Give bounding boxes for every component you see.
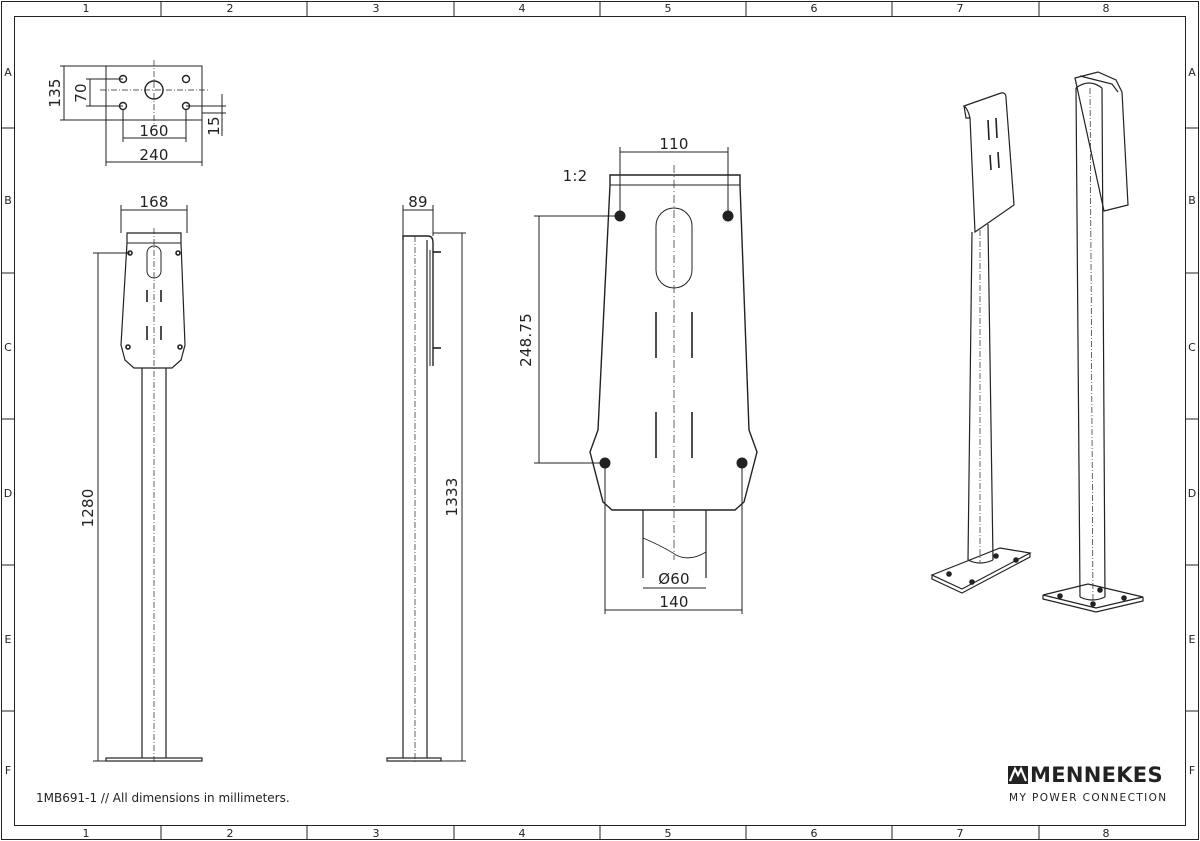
row-label-f: F [5,764,11,777]
mennekes-logo-icon [1008,766,1028,784]
col-label-8-bottom: 8 [1103,827,1110,840]
col-label-5-bottom: 5 [665,827,672,840]
col-label-2-bottom: 2 [227,827,234,840]
row-label-c: C [4,341,12,354]
brand-name: MENNEKES [1030,763,1163,787]
col-label-3-bottom: 3 [373,827,380,840]
dim-front-height: 1280 [79,489,97,528]
dim-detail-pipe-diameter: Ø60 [658,570,690,588]
col-label-7: 7 [957,2,964,15]
base-plate-top-view [60,60,226,166]
col-label-3: 3 [373,2,380,15]
row-label-e-right: E [1189,633,1196,646]
col-label-8: 8 [1103,2,1110,15]
col-label-7-bottom: 7 [957,827,964,840]
row-label-a: A [4,66,12,79]
dim-side-height: 1333 [443,478,461,517]
dim-side-depth: 89 [408,193,428,211]
col-label-5: 5 [665,2,672,15]
dim-front-width: 168 [139,193,168,211]
row-label-b-right: B [1188,194,1196,207]
row-label-f-right: F [1189,764,1195,777]
row-label-c-right: C [1188,341,1196,354]
side-view [386,205,466,764]
detail-bracket-view [534,147,758,614]
detail-scale-label: 1:2 [563,167,588,185]
row-label-d: D [4,487,12,500]
row-ticks [1,127,1199,712]
row-label-e: E [5,633,12,646]
row-label-b: B [4,194,12,207]
col-label-6: 6 [811,2,818,15]
isometric-view-front [930,92,1032,594]
dim-detail-top-width: 110 [659,135,688,153]
drawing-note: 1MB691-1 // All dimensions in millimeter… [36,791,290,805]
dim-base-hole-spacing: 160 [139,122,168,140]
row-label-d-right: D [1188,487,1196,500]
row-label-a-right: A [1188,66,1196,79]
dim-base-edge: 15 [205,116,223,136]
dim-base-height: 135 [46,78,64,107]
col-label-1: 1 [83,2,90,15]
col-label-2: 2 [227,2,234,15]
column-ticks [160,1,1040,840]
col-label-1-bottom: 1 [83,827,90,840]
dim-detail-hole-spacing: 248.75 [517,313,535,367]
dim-detail-bottom-width: 140 [659,593,688,611]
dim-base-inner-height: 70 [72,83,90,103]
inner-frame [14,16,1186,826]
dim-base-width: 240 [139,146,168,164]
col-label-4-bottom: 4 [519,827,526,840]
isometric-view-side [1042,71,1144,613]
col-label-6-bottom: 6 [811,827,818,840]
brand-tagline: MY POWER CONNECTION [1009,792,1168,804]
front-view [93,205,203,764]
col-label-4: 4 [519,2,526,15]
